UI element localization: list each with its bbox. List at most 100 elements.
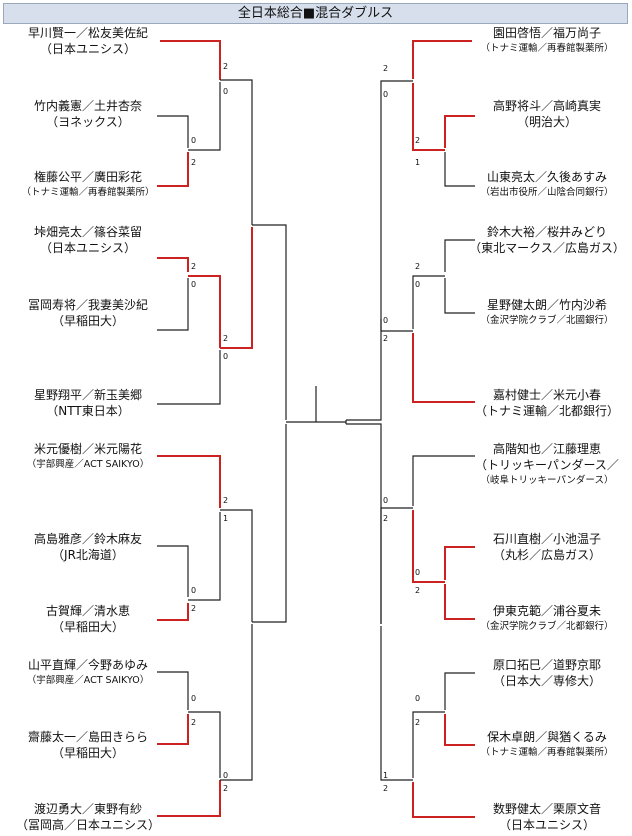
left-entry-9-names: 古賀輝／清水恵 <box>45 604 130 618</box>
right-entry-7-club: （トリッキーパンダース／ <box>475 458 619 472</box>
bracket-line-9 <box>157 350 221 405</box>
left-entry-3: 権藤公平／廣田彩花 （トナミ運輸／再春館製薬所） <box>3 169 173 201</box>
score-r6a: 0 <box>415 568 421 577</box>
score-r5a: 0 <box>383 496 389 505</box>
right-entry-11-names: 保木卓朗／與猶くるみ <box>487 730 607 744</box>
right-entry-5-club: （金沢学院クラブ／北國銀行） <box>480 315 614 326</box>
score-r7b: 2 <box>415 718 421 727</box>
bracket-line-7 <box>157 278 189 331</box>
left-entry-12-club: （冨岡高／日本ユニシス） <box>15 818 160 832</box>
right-entry-2-names: 高野将斗／高崎真実 <box>492 99 601 113</box>
bracket-line-19 <box>188 711 221 778</box>
right-entry-12: 数野健太／栗原文音 （日本ユニシス） <box>462 801 632 833</box>
bracket-line-25 <box>412 40 472 79</box>
left-entry-1-club: （日本ユニシス） <box>39 42 136 56</box>
score-l7b: 2 <box>191 718 197 727</box>
left-entry-10: 山平直輝／今野あゆみ （宇部興産／ACT SAIKYO） <box>3 657 173 689</box>
right-entry-1-club: （トナミ運輸／再春館製薬所） <box>480 43 614 54</box>
bracket-line-2 <box>157 115 189 148</box>
bracket-line-20 <box>157 780 221 817</box>
score-l2a: 0 <box>191 136 197 145</box>
right-entry-10-names: 原口拓巳／道野京耶 <box>492 658 601 672</box>
left-entry-11-names: 齋藤太一／島田きらら <box>27 730 148 744</box>
bracket-line-38 <box>444 584 475 620</box>
score-l5b: 1 <box>223 514 229 523</box>
right-entry-2: 高野将斗／高崎真実 （明治大） <box>462 98 632 130</box>
bracket-line-44 <box>412 782 475 818</box>
right-entry-6: 嘉村健士／米元小春 （トナミ運輸／北都銀行） <box>462 387 632 419</box>
left-entry-7-club: （宇部興産／ACT SAIKYO） <box>26 459 150 470</box>
left-entry-8-club: （JR北海道） <box>52 548 124 562</box>
right-entry-9: 伊東克範／浦谷夏未 （金沢学院クラブ／北都銀行） <box>462 603 632 635</box>
score-l8b: 2 <box>223 784 229 793</box>
right-entry-7-club-2: （岐阜トリッキーパンダース） <box>480 475 614 486</box>
score-l4b: 0 <box>223 352 229 361</box>
right-entry-12-club: （日本ユニシス） <box>498 818 595 832</box>
left-entry-2-club: （ヨネックス） <box>46 115 130 129</box>
right-entry-5-names: 星野健太朗／竹内沙希 <box>486 298 607 312</box>
right-entry-4: 鈴木大裕／桜井みどり （東北マークス／広島ガス） <box>462 224 632 256</box>
left-entry-4-club: （日本ユニシス） <box>39 241 136 255</box>
right-entry-7-names: 高階知也／江藤理恵 <box>492 442 601 456</box>
bracket-line-32 <box>412 275 445 329</box>
bracket-line-13 <box>157 545 189 597</box>
bracket-line-11 <box>252 224 287 420</box>
bracket-line-41 <box>444 672 475 710</box>
left-entry-8-names: 高島雅彦／鈴木麻友 <box>33 532 142 546</box>
right-entry-9-club: （金沢学院クラブ／北都銀行） <box>480 621 614 632</box>
bracket-line-18 <box>157 714 189 745</box>
score-r2b: 1 <box>415 158 421 167</box>
score-r4a: 0 <box>383 316 389 325</box>
right-entry-8: 石川直樹／小池温子 （丸杉／広島ガス） <box>462 531 632 563</box>
left-entry-1-names: 早川賢一／松友美佐紀 <box>27 26 148 40</box>
score-l3a: 2 <box>191 262 197 271</box>
left-entry-9-club: （早稲田大） <box>51 620 124 634</box>
bracket-line-15 <box>188 512 221 601</box>
right-entry-2-club: （明治大） <box>516 115 577 129</box>
bracket-line-6 <box>157 257 189 272</box>
right-entry-6-names: 嘉村健士／米元小春 <box>492 388 601 402</box>
left-entry-7: 米元優樹／米元陽花 （宇部興産／ACT SAIKYO） <box>3 441 173 473</box>
left-entry-10-names: 山平直輝／今野あゆみ <box>27 658 148 672</box>
left-entry-6-club: （NTT東日本） <box>46 404 130 418</box>
bracket-line-29 <box>380 80 413 317</box>
title-bar: 全日本総合■混合ダブルス <box>3 3 628 24</box>
score-r5b: 2 <box>383 514 389 523</box>
left-entry-4: 垰畑亮太／篠谷菜留 （日本ユニシス） <box>3 224 173 256</box>
bracket-line-26 <box>444 115 475 148</box>
right-entry-4-club: （東北マークス／広島ガス） <box>469 241 625 255</box>
left-entry-11: 齋藤太一／島田きらら （早稲田大） <box>3 729 173 761</box>
left-entry-11-club: （早稲田大） <box>51 746 124 760</box>
score-l6a: 0 <box>191 586 197 595</box>
score-r8b: 2 <box>383 784 389 793</box>
score-l1b: 0 <box>223 87 229 96</box>
bracket-line-46 <box>346 423 382 624</box>
score-r3a: 2 <box>415 262 421 271</box>
left-entry-2-names: 竹内義憲／土井杏奈 <box>33 99 142 113</box>
bracket-line-10 <box>220 227 253 349</box>
left-entry-9: 古賀輝／清水恵 （早稲田大） <box>3 603 173 635</box>
score-r1a: 2 <box>383 64 389 73</box>
right-entry-11-club: （トナミ運輸／再春館製薬所） <box>480 747 614 758</box>
right-entry-4-names: 鈴木大裕／桜井みどり <box>486 225 607 239</box>
bracket-line-12 <box>157 455 221 508</box>
score-r1b: 0 <box>383 90 389 99</box>
right-entry-8-names: 石川直樹／小池温子 <box>492 532 601 546</box>
right-entry-3-names: 山東亮太／久後あすみ <box>486 170 607 184</box>
bracket-line-5 <box>220 79 253 225</box>
bracket-line-42 <box>444 714 475 746</box>
bracket-line-14 <box>157 603 189 621</box>
bracket-line-16 <box>220 509 253 622</box>
bracket-line-33 <box>412 333 475 403</box>
left-entry-3-names: 権藤公平／廣田彩花 <box>33 170 142 184</box>
right-entry-1: 園田啓悟／福万尚子 （トナミ運輸／再春館製薬所） <box>462 25 632 57</box>
bracket-line-43 <box>412 711 445 778</box>
bracket-line-21 <box>220 624 253 781</box>
right-entry-6-club: （トナミ運輸／北都銀行） <box>474 404 619 418</box>
score-r8a: 1 <box>383 771 389 780</box>
right-entry-10-club: （日本大／専修大） <box>492 674 601 688</box>
bracket-line-28 <box>412 83 445 151</box>
score-r3b: 0 <box>415 280 421 289</box>
bracket-line-45 <box>380 626 413 781</box>
left-entry-5: 冨岡寿将／我妻美沙紀 （早稲田大） <box>3 297 173 329</box>
